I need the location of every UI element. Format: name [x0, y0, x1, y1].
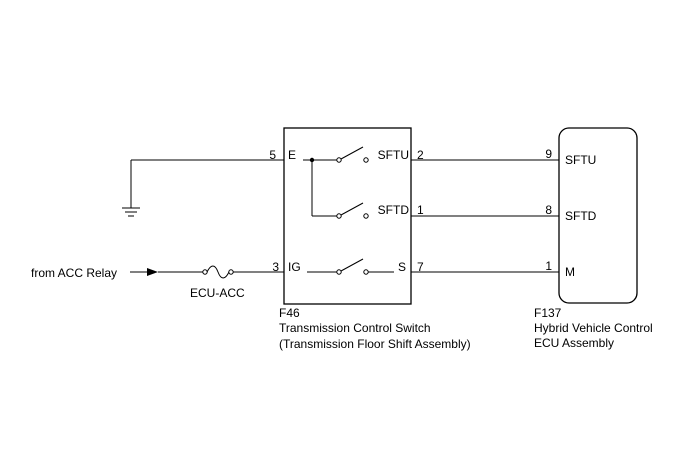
switch-name: Transmission Control Switch [279, 321, 431, 335]
pin-e-number: 5 [269, 148, 276, 162]
switch-assembly: (Transmission Floor Shift Assembly) [279, 337, 471, 351]
ecu-pin-sftu-number: 9 [545, 147, 552, 161]
fuse-symbol [202, 265, 234, 279]
ecu-pin-m-number: 1 [545, 259, 552, 273]
ig-switch-symbol [336, 258, 369, 275]
pin-sftu-number: 2 [417, 148, 424, 162]
ecu-name-line2: ECU Assembly [534, 336, 614, 350]
pin-sftu-label: SFTU [378, 148, 409, 162]
sftd-switch-symbol [336, 202, 369, 219]
pin-ig-label: IG [288, 260, 301, 274]
switch-code: F46 [279, 306, 300, 320]
ecu-pin-sftu-label: SFTU [565, 153, 596, 167]
pin-ig-number: 3 [272, 260, 279, 274]
ecu-pin-sftd-number: 8 [545, 203, 552, 217]
pin-sftd-label: SFTD [378, 203, 410, 217]
sftu-switch-symbol [336, 146, 369, 163]
ground-symbol [122, 160, 140, 217]
ecu-name-line1: Hybrid Vehicle Control [534, 321, 653, 335]
ecu-code: F137 [534, 306, 562, 320]
pin-s-label: S [398, 260, 406, 274]
pin-e-label: E [288, 148, 296, 162]
pin-sftd-number: 1 [417, 203, 424, 217]
ecu-box [558, 127, 638, 304]
fuse-label: ECU-ACC [190, 286, 245, 300]
ecu-pin-m-label: M [565, 265, 575, 279]
source-arrow [130, 268, 158, 276]
source-label: from ACC Relay [31, 266, 117, 280]
pin-s-number: 7 [417, 260, 424, 274]
ecu-pin-sftd-label: SFTD [565, 209, 597, 223]
